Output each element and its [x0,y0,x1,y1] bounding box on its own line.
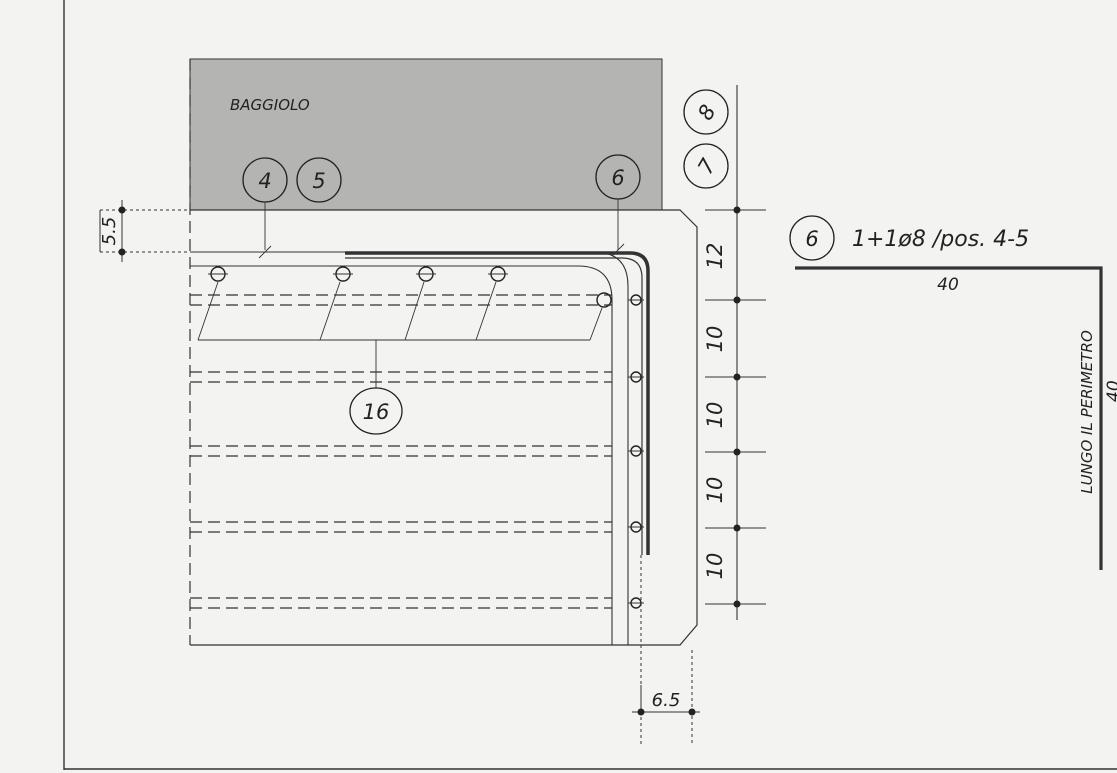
detail-title: 1+1ø8 /pos. 4-5 [852,227,1029,252]
dim-bottom-dot-right [688,708,696,716]
svg-text:7: 7 [693,154,721,178]
rebar-dot-ticks [208,273,644,604]
leader-4-tick [258,245,272,259]
dim-left-dot-bottom [118,248,126,256]
top-rebar-outer [190,251,629,645]
bubble-16: 16 [349,387,403,435]
svg-text:16: 16 [363,400,390,424]
slab-outline [190,209,698,646]
svg-text:6: 6 [805,227,818,251]
dim-spacing-2: 10 [703,326,727,353]
dim-bottom-dot-left [637,708,645,716]
dim-spacing-4: 10 [703,477,727,504]
detail-horizontal-length: 40 [937,275,959,295]
detail-vertical-length: 40 [1104,380,1117,402]
dim-spacing-3: 10 [703,402,727,429]
bubble-6-detail: 6 [789,215,835,261]
top-rebar-inner [190,265,613,645]
dim-left-cover-text: 5.5 [99,217,120,246]
dim-left-dot-top [118,206,126,214]
corner-bar-pos6 [345,251,650,555]
svg-text:6: 6 [611,166,624,190]
baggiolo-label: BAGGIOLO [230,96,310,114]
detail-bar-shape [795,266,1103,570]
rebar-dots-top [210,266,612,308]
detail-vertical-note: LUNGO IL PERIMETRO [1078,330,1096,494]
svg-text:8: 8 [693,101,720,125]
bubble-7: 7 [683,143,729,189]
bubble-5: 5 [296,157,342,203]
dim-spacing-5: 10 [703,553,727,580]
dim-bottom-cover [632,555,700,745]
svg-text:5: 5 [312,169,325,193]
dim-chain-dots [733,206,741,608]
dim-spacing-1: 12 [703,243,727,270]
leader-6-tick [611,243,625,257]
dim-bottom-cover-text: 6.5 [652,690,681,711]
svg-text:4: 4 [258,169,271,193]
bubble-8: 8 [683,89,729,135]
leader-16 [197,281,603,388]
corner-bar-pos6-inner [345,257,643,555]
dashed-bars [190,294,612,609]
